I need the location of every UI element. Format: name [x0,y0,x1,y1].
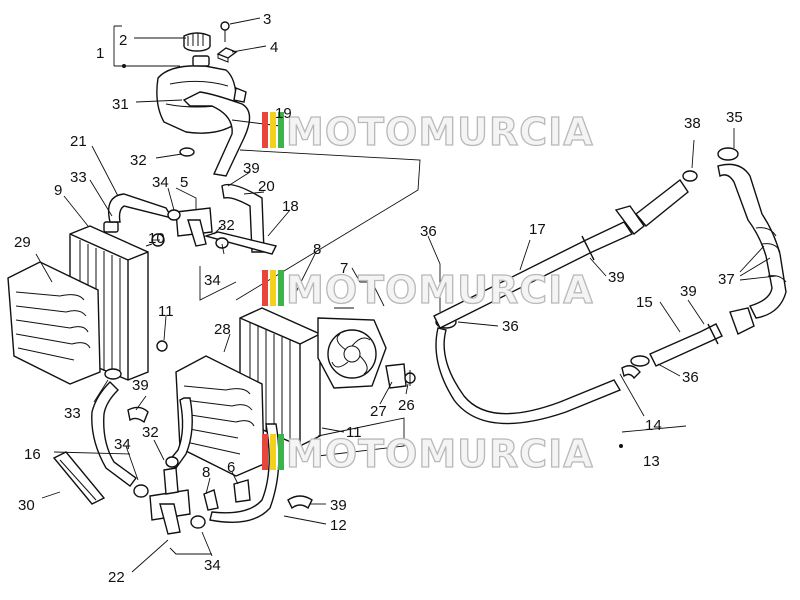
bolt-26 [404,370,416,386]
label-39-mid: 39 [608,269,625,286]
label-36-mid: 36 [502,318,519,335]
bracket-27 [385,363,407,389]
label-13: 13 [643,453,660,470]
label-11: 11 [158,303,174,320]
label-12: 12 [330,517,347,534]
label-27: 27 [370,403,387,420]
label-8-lower: 8 [202,464,210,481]
screw-3 [220,21,230,42]
radiator-shroud-29 [7,261,101,385]
label-2: 2 [119,32,127,49]
label-30: 30 [18,497,35,514]
label-16: 16 [24,446,41,463]
pipe-13 [435,327,622,425]
label-21: 21 [70,133,87,150]
label-35: 35 [726,109,743,126]
label-10: 10 [148,230,165,247]
label-13-dot [619,444,623,448]
strap-30 [52,451,106,505]
label-18: 18 [282,198,299,215]
filler-cap [183,32,211,52]
label-34-lower-left: 34 [114,436,131,453]
label-19: 19 [275,105,292,122]
leader-lines [35,17,777,573]
watermark-text: MOTOMURCIA [286,268,594,312]
cooling-fan-7 [317,317,387,389]
label-20: 20 [258,178,275,195]
label-28: 28 [214,321,231,338]
label-39-lower: 39 [330,497,347,514]
label-32: 32 [130,152,147,169]
label-36: 36 [420,223,437,240]
label-4: 4 [270,39,278,56]
clip-nut-4 [216,47,238,63]
label-33: 33 [70,169,87,186]
label-5: 5 [180,174,188,191]
pipe-37 [717,163,787,319]
t-fitting-22 [149,467,191,535]
label-6: 6 [227,459,235,476]
label-38: 38 [684,115,701,132]
label-8: 8 [313,241,321,258]
label-15: 15 [636,294,653,311]
label-26: 26 [398,397,415,414]
label-39-left: 39 [132,377,149,394]
label-1: 1 [96,45,104,62]
label-39: 39 [243,160,260,177]
label-34: 34 [152,174,169,191]
label-32-lower: 32 [142,424,159,441]
label-36-right: 36 [682,369,699,386]
watermark-middle: MOTOMURCIA [262,267,594,313]
label-34-lower: 34 [204,557,221,574]
label-1-dot [122,64,126,68]
reference-labels: 1 2 3 4 5 6 7 8 8 9 10 11 11 12 13 14 15… [14,11,743,586]
label-9: 9 [54,182,62,199]
label-31: 31 [112,96,129,113]
pipe-15 [649,307,755,367]
watermark-bottom: MOTOMURCIA [262,431,594,477]
watermark-text: MOTOMURCIA [286,110,594,154]
assembly-outlines [113,25,687,457]
watermark-text: MOTOMURCIA [286,432,594,476]
watermark-top: MOTOMURCIA [262,109,594,155]
label-29: 29 [14,234,31,251]
bolts [145,233,251,511]
label-37: 37 [718,271,735,288]
label-34-mid: 34 [204,272,221,289]
label-32-mid: 32 [218,217,235,234]
label-39-right: 39 [680,283,697,300]
label-3: 3 [263,11,271,28]
label-7: 7 [340,260,348,277]
label-33-lower: 33 [64,405,81,422]
label-22: 22 [108,569,125,586]
t-fitting-5 [175,207,213,247]
label-11-lower: 11 [346,424,362,441]
label-14: 14 [645,417,662,434]
label-17: 17 [529,221,546,238]
